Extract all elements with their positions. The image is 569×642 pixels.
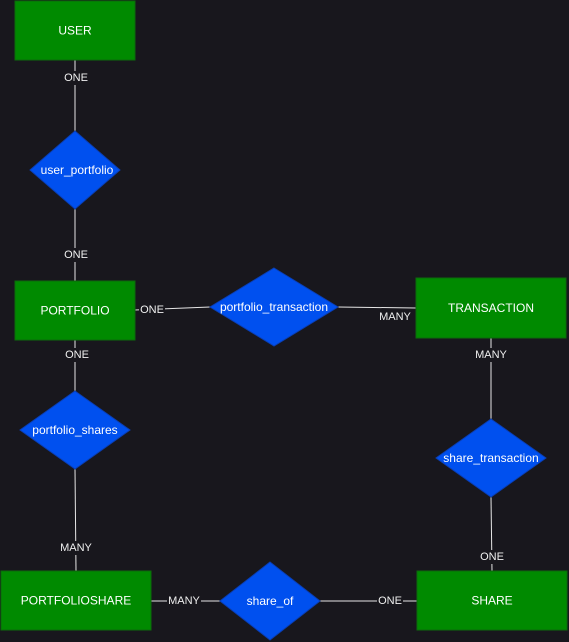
- relationship-user-portfolio[interactable]: user_portfolio: [29, 130, 121, 210]
- entity-portfolioshare-label: PORTFOLIOSHARE: [21, 594, 131, 608]
- cardinality-label: ONE: [378, 595, 402, 607]
- relationship-portfolio-transaction-label: portfolio_transaction: [220, 300, 328, 314]
- entity-transaction[interactable]: TRANSACTION: [415, 277, 567, 339]
- entity-share-label: SHARE: [471, 594, 512, 608]
- cardinality-portfolioshare-to-share-of: MANY: [167, 594, 201, 608]
- cardinality-user-portfolio-to-portfolio: ONE: [64, 248, 88, 262]
- cardinality-portfolio-to-portfolio-shares: ONE: [64, 348, 89, 362]
- entity-portfolio-label: PORTFOLIO: [40, 304, 109, 318]
- cardinality-label: MANY: [168, 595, 200, 607]
- cardinality-label: MANY: [475, 349, 507, 361]
- relationship-share-of[interactable]: share_of: [219, 561, 321, 641]
- entity-user[interactable]: USER: [14, 0, 136, 61]
- relationship-share-transaction-label: share_transaction: [443, 451, 538, 465]
- edge-portfolio-shares-portfolioshare: [74, 468, 77, 572]
- cardinality-label: MANY: [60, 542, 92, 554]
- cardinality-label: ONE: [64, 249, 88, 261]
- relationship-user-portfolio-label: user_portfolio: [41, 163, 114, 177]
- entity-user-label: USER: [58, 24, 92, 38]
- entity-portfolioshare[interactable]: PORTFOLIOSHARE: [0, 570, 152, 631]
- relationship-share-transaction[interactable]: share_transaction: [435, 418, 547, 498]
- cardinality-label: ONE: [140, 304, 164, 316]
- cardinality-label: MANY: [379, 311, 411, 323]
- cardinality-portfolio-to-portfolio-transaction: ONE: [139, 303, 165, 317]
- cardinality-label: ONE: [480, 551, 504, 563]
- relationship-portfolio-shares-label: portfolio_shares: [32, 423, 117, 437]
- entity-transaction-label: TRANSACTION: [448, 301, 534, 315]
- cardinality-label: ONE: [65, 349, 89, 361]
- edge-portfolio-transaction-transaction: [337, 306, 417, 309]
- cardinality-transaction-to-share-transaction: MANY: [474, 348, 508, 362]
- cardinality-user-to-user-portfolio: ONE: [64, 71, 88, 85]
- relationship-share-of-label: share_of: [247, 594, 294, 608]
- cardinality-label: ONE: [64, 72, 88, 84]
- entity-portfolio[interactable]: PORTFOLIO: [14, 280, 136, 341]
- cardinality-portfolio-shares-to-portfolioshare: MANY: [59, 541, 93, 555]
- relationship-portfolio-shares[interactable]: portfolio_shares: [19, 390, 131, 470]
- cardinality-share-transaction-to-share: ONE: [480, 550, 504, 564]
- cardinality-portfolio-transaction-to-transaction: MANY: [378, 310, 412, 324]
- entity-share[interactable]: SHARE: [416, 570, 568, 631]
- cardinality-share-of-to-share: ONE: [377, 594, 403, 608]
- relationship-portfolio-transaction[interactable]: portfolio_transaction: [209, 267, 339, 347]
